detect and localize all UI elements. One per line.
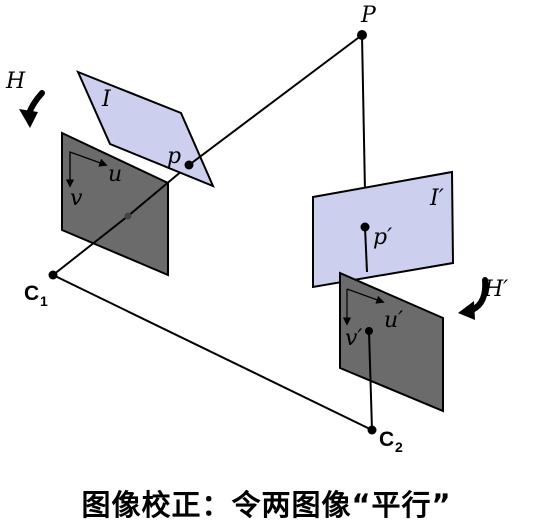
label-u-prime: u′ [384,308,403,333]
camera-center-2-dot [367,425,377,435]
left-sensor-center-dot [124,212,132,220]
right-axes [342,288,385,326]
ray-p-P [188,34,363,166]
label-v-prime: v′ [345,326,362,351]
svg-text:1: 1 [40,293,48,309]
label-H: H [5,69,26,94]
left-sensor-plane [61,131,169,277]
left-axes [65,151,108,188]
label-P: P [360,3,377,28]
camera-center-1-dot [48,270,58,280]
label-p: p [167,144,181,169]
ray-c1-sensor [52,215,129,276]
baseline [52,274,373,431]
point-p-dot [184,160,194,170]
curved-arrow-down-left-icon [458,277,489,320]
label-C1: C 1 [24,282,48,309]
svg-text:C: C [24,282,39,305]
label-u: u [108,162,122,187]
ray-p-prime-inside [364,226,368,273]
svg-text:C: C [379,428,394,451]
right-sensor-plane [339,271,444,413]
curved-arrow-down-left-icon [19,90,45,128]
label-I-prime: I′ [429,186,444,211]
caption: 图像校正：令两图像“平行” [81,488,452,522]
right-sensor-dot [365,327,373,335]
ray-sensor-p [127,164,190,217]
point-P-dot [357,30,367,40]
ray-P-vertical [361,34,366,193]
svg-text:2: 2 [395,439,403,455]
left-image-plane [76,70,215,188]
label-p-prime: p′ [373,225,392,250]
label-v: v [70,186,83,211]
point-p-prime-dot [360,222,370,232]
ray-sensor-c2 [368,330,373,431]
label-C2: C 2 [379,428,403,455]
label-I: I [101,87,112,112]
right-image-plane [312,170,455,289]
label-H-prime: H′ [483,277,508,302]
